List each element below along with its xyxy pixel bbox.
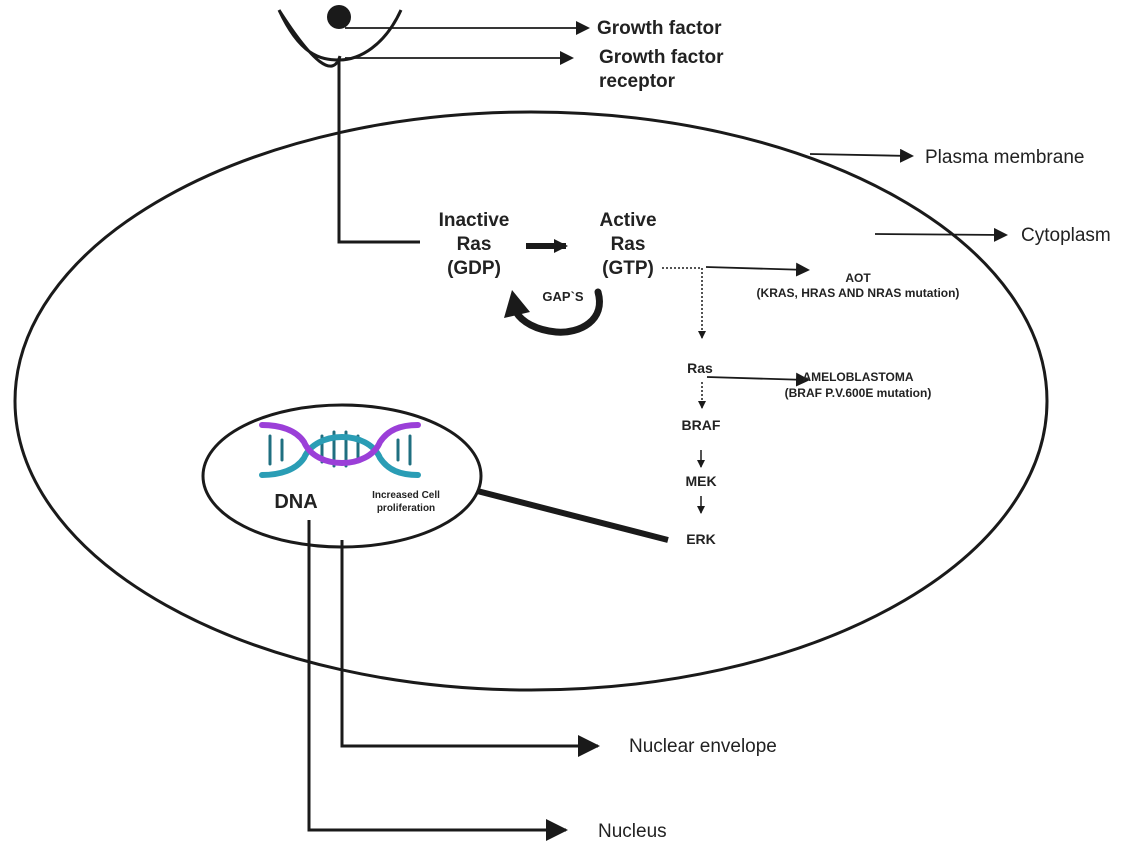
active-ras-line3: (GTP) [602,258,654,279]
active-ras-line2: Ras [611,234,646,255]
nucleus-envelope [201,403,483,549]
cytoplasm-pointer [874,227,1008,242]
mek-label: MEK [685,473,716,489]
plasma-membrane-pointer [809,148,914,163]
inactive-ras-line2: Ras [457,234,492,255]
nucleus-pointer [307,520,568,841]
erk-to-nucleus-arrow [448,480,669,543]
plasma-membrane-label: Plasma membrane [925,147,1084,168]
gaps-label: GAP`S [542,289,584,304]
dna-helix-icon [259,422,421,478]
gaps-arrowhead [504,290,530,318]
erk-label: ERK [686,531,716,547]
ameloblastoma-title: AMELOBLASTOMA [802,370,913,384]
ameloblastoma-detail: (BRAF P.V.600E mutation) [785,386,932,400]
growth-factor-receptor-label-line2: receptor [599,71,676,92]
dna-label: DNA [274,491,317,513]
active-ras-line1: Active [599,210,656,231]
growth-factor-ligand [327,5,351,29]
gaps-curved-arrow [512,288,603,336]
aot-pointer [705,262,810,277]
aot-title: AOT [845,271,871,285]
increased-cell-proliferation-line2: proliferation [377,503,435,514]
nuclear-envelope-pointer [340,540,600,757]
receptor-stem [337,60,420,244]
growth-factor-receptor-label-line1: Growth factor [599,47,724,68]
nuclear-envelope-label: Nuclear envelope [629,736,777,757]
ras-label: Ras [687,360,713,376]
cytoplasm-label: Cytoplasm [1021,225,1111,246]
aot-detail: (KRAS, HRAS AND NRAS mutation) [757,286,960,300]
inactive-ras-line1: Inactive [439,210,510,231]
growth-factor-label: Growth factor [597,18,722,39]
ameloblastoma-pointer [706,372,810,387]
increased-cell-proliferation-line1: Increased Cell [372,490,440,501]
inactive-ras-line3: (GDP) [447,258,501,279]
nucleus-label: Nucleus [598,821,667,842]
cell-plasma-membrane [13,110,1049,692]
braf-label: BRAF [682,417,721,433]
